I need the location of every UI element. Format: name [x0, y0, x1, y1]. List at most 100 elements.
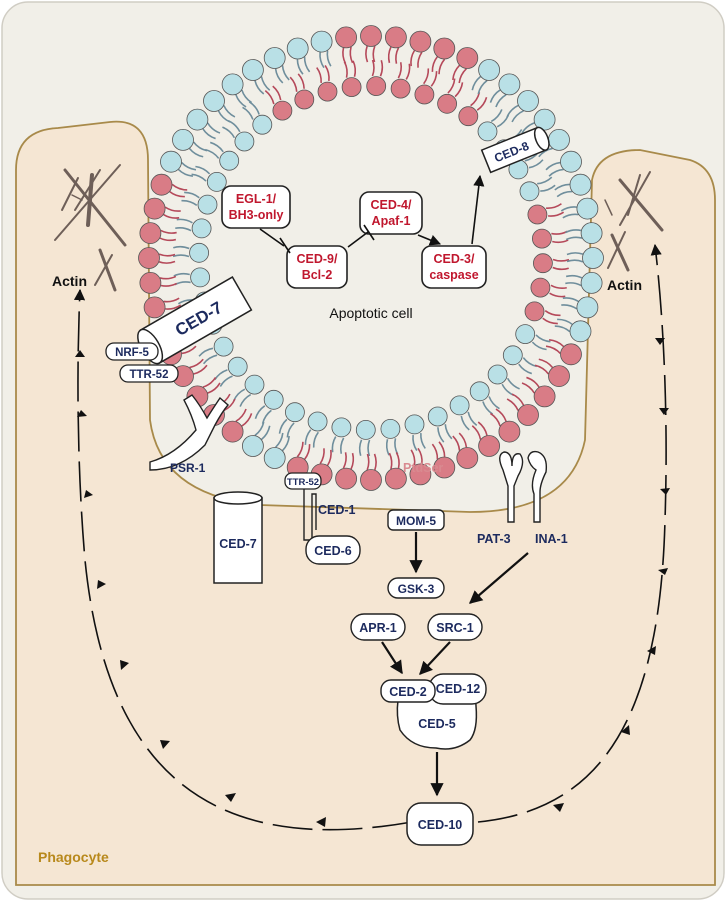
- lipid-head-outer: [139, 222, 162, 245]
- lipid-head-inner: [355, 419, 376, 440]
- ced3-line1: CED-3/: [434, 252, 476, 266]
- ced3-line2: caspase: [429, 268, 478, 282]
- lipid-head-outer: [478, 435, 501, 457]
- lipid-head-inner: [263, 389, 284, 410]
- lipid-head-outer: [143, 197, 166, 220]
- actin-label-right: Actin: [607, 277, 642, 293]
- lipid-head-outer: [569, 320, 592, 343]
- psr1-label: PSR-1: [170, 461, 206, 475]
- ced6-label: CED-6: [314, 544, 352, 558]
- lipid-head-outer: [456, 447, 479, 469]
- lipid-head-inner: [502, 345, 523, 366]
- lipid-head-outer: [548, 128, 570, 151]
- lipid-head-outer: [576, 197, 599, 220]
- nrf5-box: NRF-5: [105, 342, 159, 361]
- ptdser-label: PtdSer: [403, 461, 443, 475]
- actin-filaments-left: [54, 164, 127, 292]
- lipid-head-outer: [384, 467, 407, 490]
- phagocyte-body: [15, 120, 716, 886]
- lipid-head-inner: [437, 93, 458, 114]
- lipid-head-outer: [139, 271, 162, 294]
- lipid-head-outer: [203, 90, 225, 112]
- ced9-line1: CED-9/: [297, 252, 339, 266]
- lipid-head-inner: [366, 76, 387, 96]
- src1-label: SRC-1: [436, 621, 474, 635]
- lipid-head-outer: [263, 47, 286, 69]
- lipid-head-outer: [143, 296, 166, 319]
- lipid-head-outer: [580, 222, 603, 245]
- lipid-head-outer: [360, 469, 382, 491]
- lipid-head-outer: [335, 467, 358, 490]
- apr1-label: APR-1: [359, 621, 397, 635]
- lipid-head-outer: [580, 271, 603, 294]
- lipid-head-outer: [241, 435, 264, 457]
- lipid-head-inner: [252, 114, 273, 135]
- lipid-head-outer: [221, 420, 244, 443]
- lipid-head-outer: [335, 26, 358, 49]
- lipid-head-outer: [172, 128, 194, 151]
- egl1-box: EGL-1/ BH3-only: [221, 185, 291, 229]
- ced5-label: CED-5: [418, 717, 456, 731]
- arrow-apr1-ced2: [381, 641, 403, 675]
- lipid-inner-tails: [172, 59, 570, 457]
- lipid-head-outer: [433, 456, 456, 479]
- arrow-ced10-to-actin-left: [73, 288, 413, 831]
- lipid-head-inner: [341, 77, 362, 97]
- lipid-head-inner: [331, 417, 352, 438]
- lipid-head-outer: [569, 173, 592, 196]
- psr1-receptor: PSR-1: [149, 394, 229, 475]
- lipid-outer-tails: [158, 45, 584, 471]
- actin-filaments-right: [604, 171, 664, 272]
- lipid-head-outer: [150, 173, 173, 196]
- lipid-head-inner: [427, 406, 448, 427]
- inhibition-egl1-ced9: [259, 228, 291, 254]
- lipid-head-outer: [286, 37, 309, 60]
- ced4-box: CED-4/ Apaf-1: [359, 191, 423, 235]
- nrf5-label: NRF-5: [115, 347, 149, 359]
- lipid-head-outer: [160, 150, 182, 173]
- lipid-head-inner: [469, 381, 490, 402]
- lipid-head-inner: [533, 253, 553, 274]
- gsk3-box: GSK-3: [387, 577, 445, 599]
- lipid-head-inner: [524, 301, 545, 322]
- lipid-head-inner: [404, 414, 425, 435]
- ttr52-left-label: TTR-52: [130, 369, 169, 381]
- inhibition-ced9-ced4: [347, 224, 375, 248]
- lipid-head-inner: [227, 356, 248, 377]
- egl1-line1: EGL-1/: [236, 192, 277, 206]
- lipid-head-inner: [449, 395, 470, 416]
- lipid-head-inner: [390, 78, 411, 99]
- lipid-head-outer: [478, 59, 501, 81]
- lipid-head-inner: [197, 194, 218, 215]
- lipid-head-inner: [219, 150, 240, 171]
- lipid-head-outer: [138, 247, 160, 269]
- lipid-head-inner: [532, 228, 552, 249]
- ina1-label: INA-1: [535, 532, 568, 546]
- lipid-head-outer: [384, 26, 407, 49]
- lipid-head-outer: [533, 108, 556, 131]
- arrow-src1-ced2: [419, 641, 451, 675]
- ced12-label: CED-12: [436, 682, 481, 696]
- phagocyte-label: Phagocyte: [38, 849, 109, 865]
- lipid-head-inner: [487, 364, 508, 385]
- lipid-head-inner: [244, 374, 265, 395]
- lipid-head-inner: [191, 218, 212, 239]
- lipid-head-inner: [294, 89, 315, 110]
- lipid-head-outer: [433, 37, 456, 60]
- ced10-box: CED-10: [406, 802, 474, 846]
- mom5-label: MOM-5: [396, 514, 436, 528]
- lipid-head-outer: [582, 247, 604, 269]
- lipid-head-inner: [380, 418, 401, 439]
- lipid-head-outer: [360, 25, 382, 47]
- ced7-bottom-transporter: CED-7: [213, 491, 263, 584]
- ced5-complex: CED-5 CED-12 CED-2: [380, 673, 487, 750]
- lipid-head-inner: [515, 324, 536, 345]
- lipid-head-inner: [234, 131, 255, 152]
- ced2-label: CED-2: [389, 685, 427, 699]
- lipid-head-inner: [458, 106, 479, 127]
- arrow-ced3-ced8: [471, 174, 485, 245]
- lipid-head-outer: [517, 90, 539, 112]
- lipid-head-outer: [560, 343, 582, 366]
- ced10-label: CED-10: [418, 818, 463, 832]
- lipid-head-outer: [517, 404, 539, 426]
